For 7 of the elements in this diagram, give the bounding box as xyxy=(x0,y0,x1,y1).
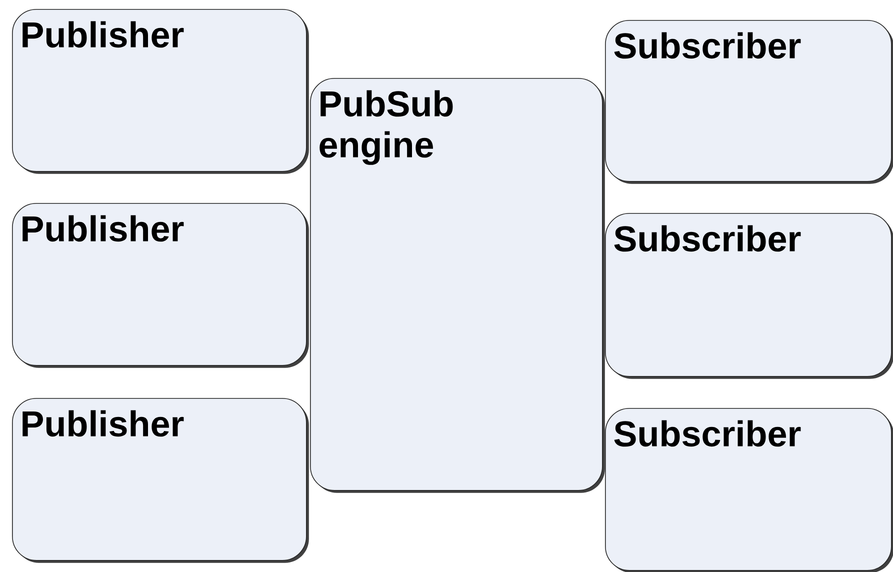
engine-box: PubSub engine xyxy=(310,78,605,493)
subscriber-box: Subscriber xyxy=(605,213,893,379)
publisher-box: Publisher xyxy=(12,398,309,563)
subscriber-box: Subscriber xyxy=(605,408,893,572)
publisher-box: Publisher xyxy=(12,203,309,368)
subscriber-box: Subscriber xyxy=(605,20,893,184)
publisher-box: Publisher xyxy=(12,9,309,174)
